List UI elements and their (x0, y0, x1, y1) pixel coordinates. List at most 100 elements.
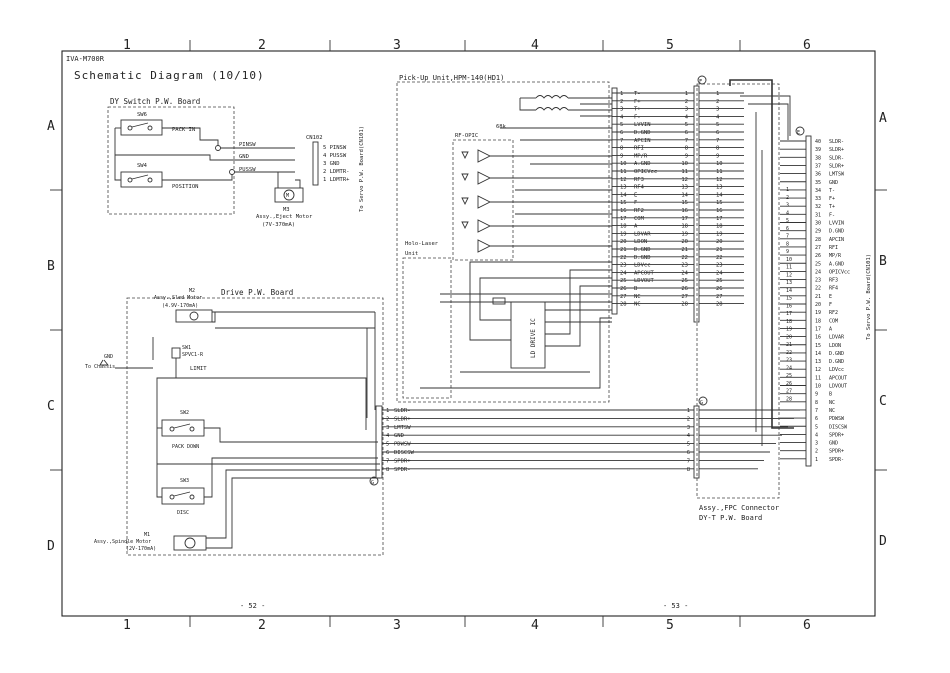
connector-f-pin-number: 26 (716, 286, 723, 292)
connector-e-pin-name: E (829, 294, 832, 300)
pickup-pin-name: NC (634, 302, 641, 308)
limit-switch-symbol (171, 347, 181, 359)
connector-e-pin-number: 12 (815, 367, 821, 373)
connector-e-pin-number: 36 (815, 172, 821, 178)
pickup-pin-number-right: 8 (685, 146, 688, 152)
connector-e-pin-number: 13 (815, 359, 821, 365)
column-labels-bottom: 1 2 3 4 5 6 (123, 618, 811, 633)
connector-f-pins: 1234567891011121314151617181920212223242… (699, 91, 744, 308)
connector-f-pin-number: 7 (716, 138, 719, 144)
pickup-pin-number: 27 (620, 294, 627, 300)
connector-f-pin-number: 8 (716, 146, 719, 152)
connector-f-pin-number: 19 (716, 231, 723, 237)
connector-e-intermediate-number: 12 (786, 272, 792, 278)
pickup-pin-number: 19 (620, 231, 627, 237)
drive-board-label: Drive P.W. Board (221, 288, 293, 297)
m3-ref: M3 (283, 207, 290, 213)
pickup-pin-number-right: 24 (681, 270, 688, 276)
connector-e-pin-name: NC (829, 408, 835, 414)
connector-e-pin-number: 34 (815, 188, 821, 194)
cn102-pin: 2 LDMTR- (323, 169, 350, 175)
pickup-unit-outline (396, 81, 610, 403)
connector-f-pin-number: 11 (716, 169, 723, 175)
connector-e-intermediate-number: 11 (786, 265, 792, 271)
connector-e-pin-number: 24 (815, 269, 821, 275)
page-title: Schematic Diagram (10/10) (74, 69, 265, 82)
connector-f-pin-number: 22 (716, 255, 723, 261)
drive-pin-number: 1 (386, 408, 389, 414)
connector-e-pin-name: RF3 (829, 278, 838, 284)
connector-e-pin-number: 22 (815, 286, 821, 292)
pickup-pin-name: F+ (634, 99, 641, 105)
pickup-pin-number-right: 26 (681, 286, 688, 292)
connector-e-pin-number: 3 (815, 441, 818, 447)
connector-e-pin-number: 26 (815, 253, 821, 259)
pickup-pin-name: D.GND (634, 255, 651, 261)
cn102-pin: 3 GND (323, 161, 340, 167)
pickup-pin-number-right: 1 (685, 91, 688, 97)
m1-name: Assy.,Spindle Motor (94, 539, 151, 545)
drive-connector-g-label: G (371, 480, 374, 486)
connector-e-pin-name: NC (829, 400, 835, 406)
pickup-pin-number: 5 (620, 122, 623, 128)
drive-pin-name: SPDR+ (394, 458, 411, 464)
connector-e-pin-name: A.GND (829, 261, 844, 267)
fpc-g-pin-number: 8 (687, 467, 690, 473)
vr-value: 68k (496, 124, 507, 130)
pickup-pin-name: NC (634, 294, 641, 300)
pickup-pin-name: LDVAR (634, 231, 651, 237)
pickup-pin-name: LDVOUT (634, 278, 655, 284)
pickup-pin-number-right: 13 (681, 185, 688, 191)
col-label: 3 (393, 618, 401, 633)
row-label: A (879, 111, 887, 126)
pickup-pin-number-right: 5 (685, 122, 688, 128)
pickup-pin-number: 7 (620, 138, 623, 144)
row-labels-left: A B C D (47, 119, 55, 554)
page-number-right: - 53 - (663, 602, 688, 610)
page-number-left: - 52 - (240, 602, 265, 610)
col-label: 6 (803, 618, 811, 633)
dy-t-board-outline (696, 83, 780, 499)
connector-e (805, 135, 812, 467)
pickup-pin-number-right: 16 (681, 208, 688, 214)
connector-e-pin-number: 25 (815, 261, 821, 267)
connector-e-pin-name: A (829, 326, 832, 332)
col-label: 1 (123, 38, 131, 53)
pickup-pin-number: 2 (620, 99, 623, 105)
pickup-pin-number-right: 22 (681, 255, 688, 261)
connector-e-pin-name: APCOUT (829, 375, 847, 381)
connector-e-intermediate-number: 14 (786, 288, 792, 294)
connector-e-pin-name: SLDR- (829, 155, 844, 161)
connector-e-intermediate-number: 24 (786, 365, 792, 371)
col-label: 6 (803, 38, 811, 53)
connector-e-intermediate-number: 25 (786, 373, 792, 379)
cn102-pin: 1 LDMTR+ (323, 177, 350, 183)
connector-f-pin-number: 10 (716, 161, 723, 167)
pickup-pin-name: LVVIN (634, 122, 651, 128)
connector-e-pin-name: SPDR- (829, 457, 844, 463)
drive-pin-name: GND (394, 433, 404, 439)
connector-e-pin-name: F (829, 302, 832, 308)
connector-e-pin-name: LDVAR (829, 335, 845, 341)
pickup-pin-number-right: 6 (685, 130, 688, 136)
pickup-pin-number: 16 (620, 208, 627, 214)
fpc-g-pin-number: 7 (687, 458, 690, 464)
drive-board-outline (126, 297, 384, 556)
pickup-pin-number-right: 20 (681, 239, 688, 245)
connector-e-destination: To Servo P.W. Board(CN101) (866, 254, 872, 340)
connector-e-pin-name: SPDR+ (829, 449, 844, 455)
pickup-pin-number: 26 (620, 286, 627, 292)
connector-e-intermediate-number: 23 (786, 358, 792, 364)
pickup-pin-number: 22 (620, 255, 627, 261)
fpc-connector-g (693, 405, 700, 479)
cn102-pin: 4 PUSSW (323, 153, 347, 159)
col-label: 4 (531, 38, 539, 53)
pickup-pin-name: LDVcc (634, 263, 651, 269)
sw1-part: SPVC1-R (182, 352, 204, 358)
drive-pin-name: PDWSW (394, 442, 411, 448)
pickup-pin-name: T+ (634, 107, 641, 113)
pickup-pin-number: 14 (620, 192, 627, 198)
drive-pin-number: 3 (386, 425, 389, 431)
connector-e-pin-name: B (829, 392, 832, 398)
